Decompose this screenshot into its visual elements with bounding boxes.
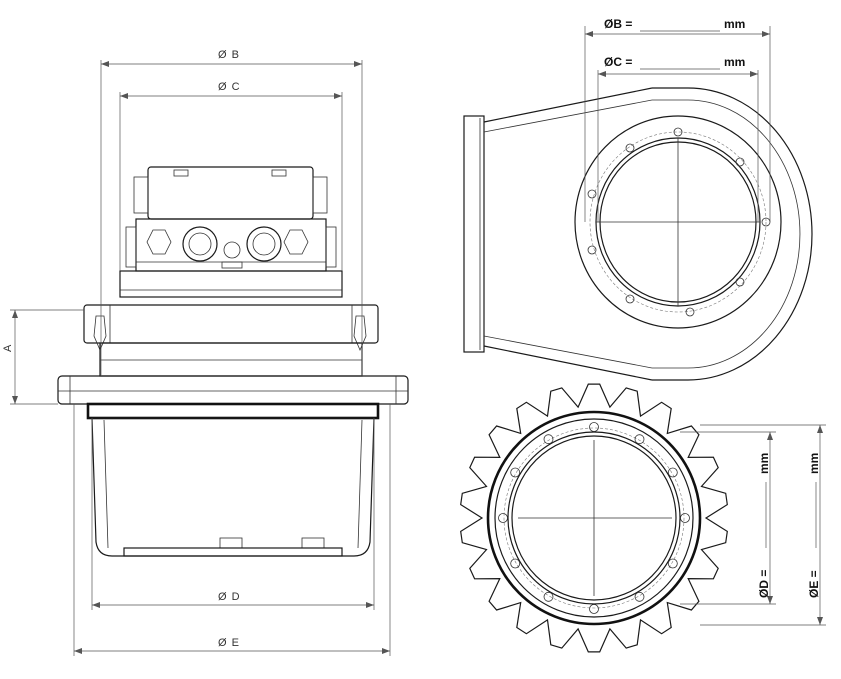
bolt-hole [634,591,645,602]
bolt-hole [589,604,599,614]
dimension-b-unit: mm [724,17,745,31]
dimension-d-field-label: ØD = [757,570,771,598]
bolt-hole [667,467,678,478]
dimension-b-field-label: ØB = [604,17,632,31]
bolt-hole [498,513,508,523]
top-view [463,87,813,381]
bolt-hole [667,558,678,569]
sprocket-dimensions [680,424,826,626]
sprocket-view [460,383,728,653]
side-view-dimensions [10,60,391,656]
dimension-c-field-label: ØC = [604,55,632,69]
sprocket-bolt-holes [498,422,690,614]
dimension-a-label: A [2,344,14,352]
dimension-c-unit: mm [724,55,745,69]
dimension-e-unit: mm [807,453,821,474]
dimension-d-unit: mm [757,453,771,474]
dimension-e-field-label: ØE = [807,570,821,598]
bolt-hole [634,434,645,445]
dimension-b-label: Ø B [218,49,240,61]
top-view-dimensions [584,26,771,222]
bolt-hole [543,434,554,445]
bolt-hole [510,467,521,478]
sprocket-teeth-outline [460,383,728,653]
dimension-d-label: Ø D [218,591,241,603]
dimension-c-label: Ø C [218,81,241,93]
bolt-hole [510,558,521,569]
bolt-hole [589,422,599,432]
dimension-e-label: Ø E [218,637,240,649]
side-view [57,166,409,557]
bolt-hole [680,513,690,523]
bolt-hole [543,591,554,602]
